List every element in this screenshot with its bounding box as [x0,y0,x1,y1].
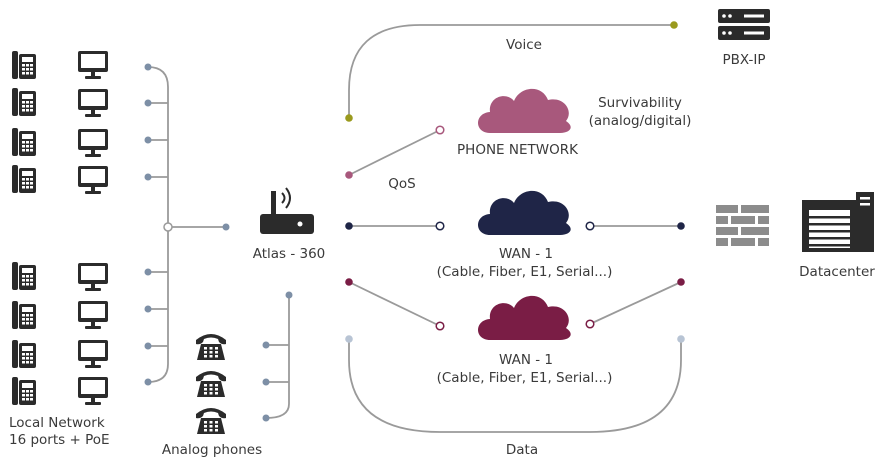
monitor-icon [78,301,108,329]
monitor-icon [78,340,108,368]
analog-phones-label: Analog phones [161,442,263,458]
analog-phone-icon [196,408,226,434]
analog-phone-icon [196,371,226,397]
phone-network-link [348,129,441,176]
wan1-cloud-icon [478,190,571,235]
voice-link [348,24,674,118]
monitor-icon [78,166,108,194]
analog-endpoints [262,291,293,422]
ip-phone-icon [12,340,36,368]
firewall-icon [716,205,769,246]
pbx-label: PBX-IP [722,52,766,68]
data-link [348,339,682,433]
survivability-sub-label: (analog/digital) [588,113,692,129]
analog-phones [196,334,226,434]
monitor-icon [78,377,108,405]
monitor-icon [78,129,108,157]
survivability-label: Survivability [598,95,682,111]
phone-network-cloud-icon [478,88,571,133]
monitor-icon [78,89,108,117]
bus-junction [163,222,173,232]
ip-phone-icon [12,301,36,329]
wan2-title: WAN - 1 [499,352,553,368]
datacenter-icon [802,192,874,252]
ip-phone-icon [12,51,36,79]
monitor-icon [78,51,108,79]
voice-label: Voice [506,37,542,53]
data-label: Data [505,442,539,458]
wan2-subtitle: (Cable, Fiber, E1, Serial...) [436,370,613,386]
analog-bus [265,295,290,419]
wan1-subtitle: (Cable, Fiber, E1, Serial...) [436,264,613,280]
local-network-ports-label: 16 ports + PoE [9,432,110,448]
ip-phone-icon [12,165,36,193]
ip-phone-icon [12,262,36,290]
router-label: Atlas - 360 [252,246,326,262]
monitor-icon [78,263,108,291]
wan2-link [348,281,682,327]
local-devices [12,51,108,405]
qos-label: QoS [388,176,416,192]
ip-phone-icon [12,128,36,156]
phone-network-label: PHONE NETWORK [457,142,578,158]
wan1-title: WAN - 1 [499,246,553,262]
local-network-label: Local Network [9,415,105,431]
analog-phone-icon [196,334,226,360]
datacenter-label: Datacenter [799,264,875,280]
wan2-cloud-icon [478,295,571,340]
router-icon [260,187,314,234]
local-endpoints [144,63,230,386]
ip-phone-icon [12,88,36,116]
server-icon [718,9,770,40]
ip-phone-icon [12,377,36,405]
